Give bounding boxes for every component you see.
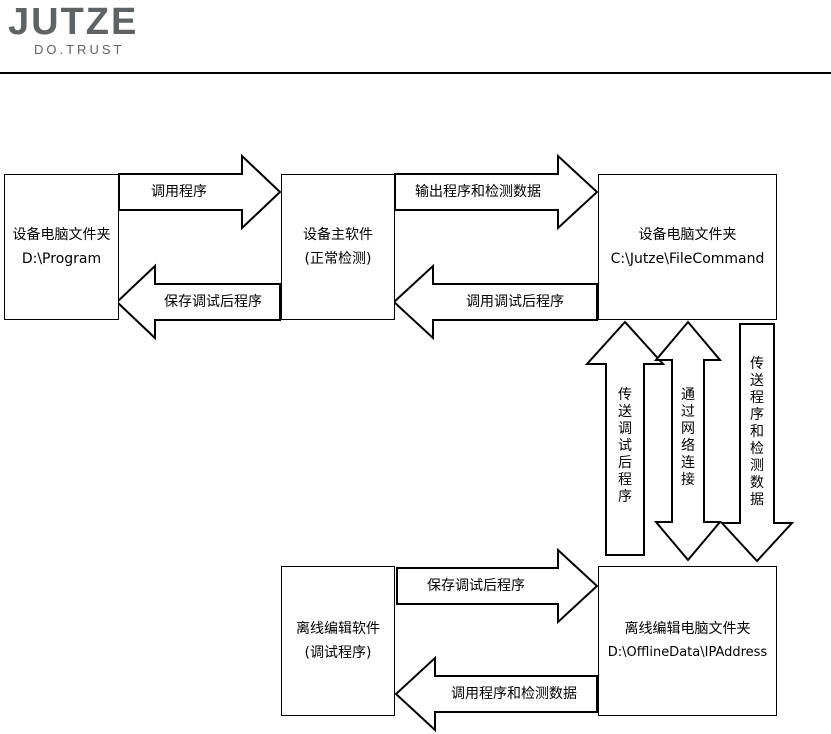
- main-software-title: 设备主软件: [303, 223, 373, 247]
- label-transfer-debugged: 传送调试后程序: [617, 387, 633, 506]
- label-call-debugged: 调用调试后程序: [436, 291, 594, 311]
- offline-software-box: 离线编辑软件 (调试程序): [281, 566, 395, 716]
- device-folder-box: 设备电脑文件夹 D:\Program: [4, 174, 119, 320]
- label-call-program: 调用程序: [119, 181, 239, 201]
- device-folder-title: 设备电脑文件夹: [13, 223, 111, 247]
- offline-folder-title: 离线编辑电脑文件夹: [625, 617, 751, 641]
- offline-software-note: (调试程序): [305, 641, 372, 665]
- command-folder-path: C:\Jutze\FileCommand: [611, 247, 765, 271]
- label-offline-save-debugged: 保存调试后程序: [398, 575, 554, 595]
- offline-folder-path: D:\OfflineData\IPAddress: [608, 641, 767, 665]
- device-folder-path: D:\Program: [22, 247, 101, 271]
- offline-folder-box: 离线编辑电脑文件夹 D:\OfflineData\IPAddress: [598, 566, 777, 716]
- label-network-connect: 通过网络连接: [680, 387, 696, 489]
- main-software-note: (正常检测): [305, 247, 372, 271]
- offline-software-title: 离线编辑软件: [296, 617, 380, 641]
- main-software-box: 设备主软件 (正常检测): [281, 174, 395, 320]
- label-offline-call-program-data: 调用程序和检测数据: [432, 683, 596, 703]
- command-folder-title: 设备电脑文件夹: [639, 223, 737, 247]
- label-transfer-program-data: 传送程序和检测数据: [749, 356, 765, 509]
- label-output-program-data: 输出程序和检测数据: [398, 181, 558, 201]
- command-folder-box: 设备电脑文件夹 C:\Jutze\FileCommand: [598, 174, 777, 320]
- label-save-debugged: 保存调试后程序: [150, 291, 276, 311]
